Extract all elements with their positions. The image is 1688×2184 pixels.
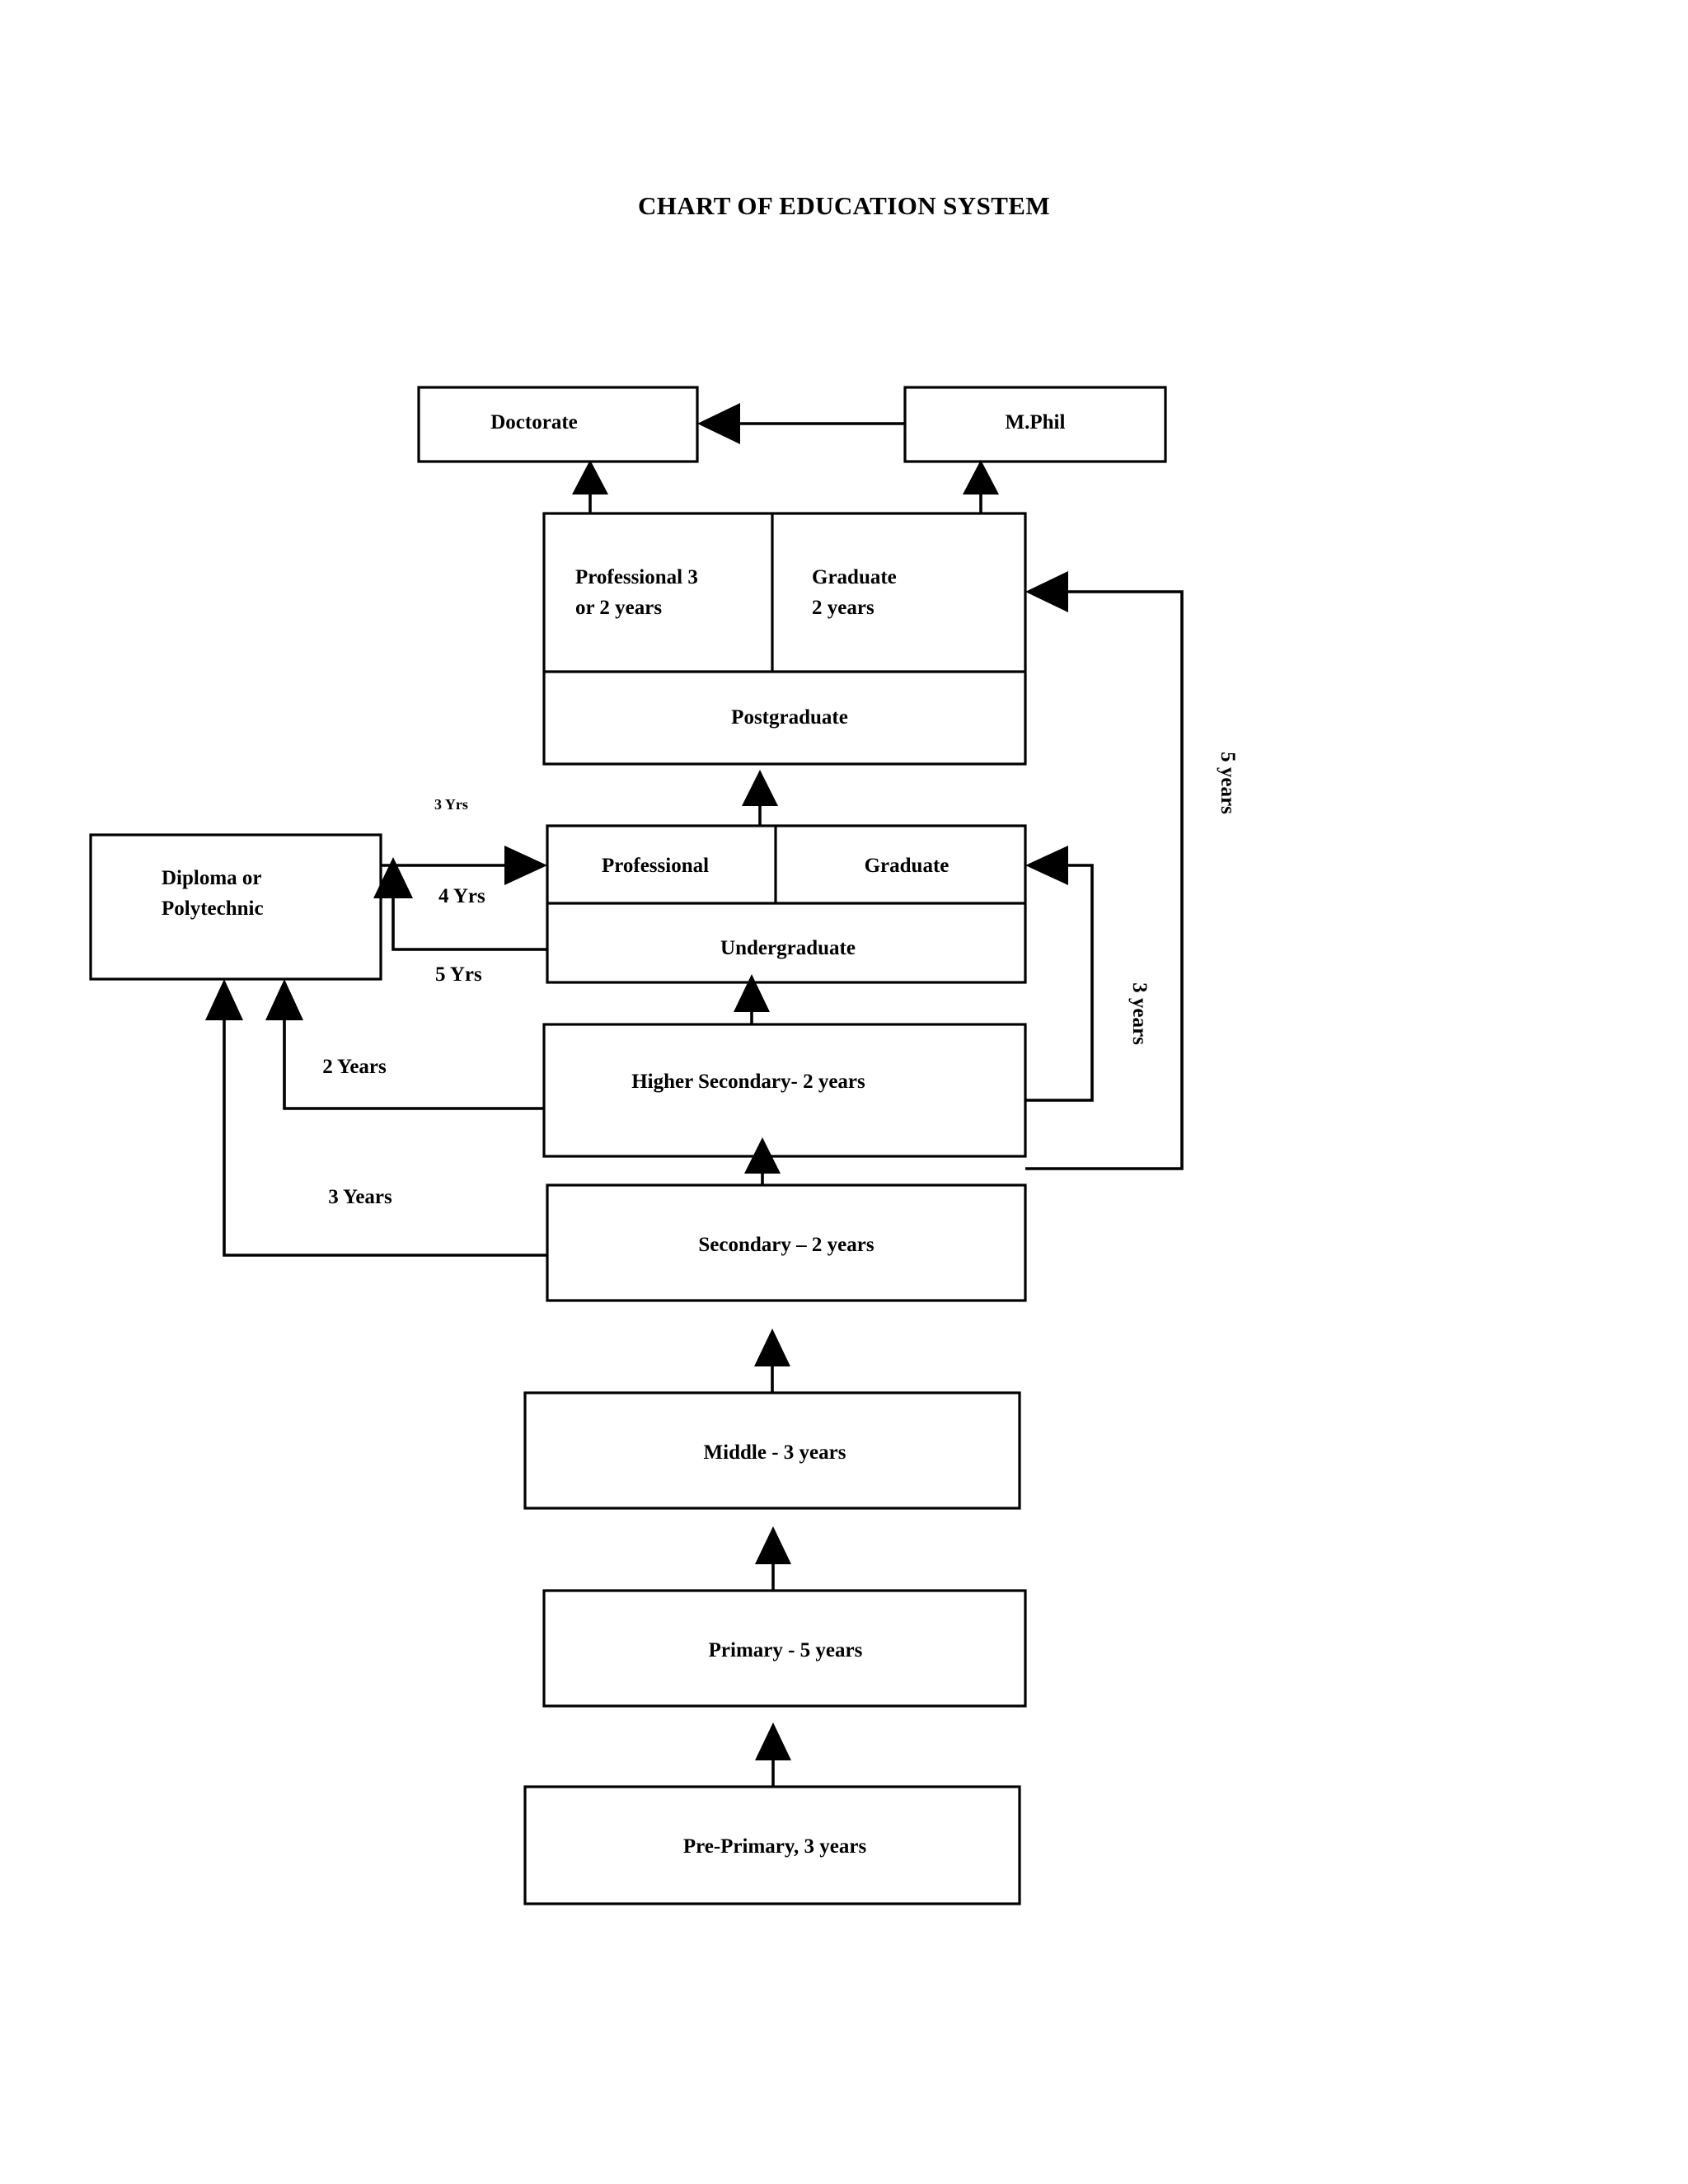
arrowhead-left-icon: [1025, 846, 1068, 885]
postgraduate-label: Postgraduate: [731, 706, 848, 729]
arrowhead-up-icon: [754, 1329, 790, 1366]
doctorate-label: Doctorate: [490, 411, 578, 434]
arrowhead-up-icon: [373, 857, 413, 898]
pre-primary-box[interactable]: [523, 1785, 1021, 1905]
edge-postgraduate-to-mphil: [963, 460, 999, 513]
higher-secondary-label: Higher Secondary- 2 years: [631, 1071, 865, 1093]
doctorate-box[interactable]: [417, 386, 699, 463]
postgraduate-box[interactable]: [542, 512, 1027, 766]
node-undergraduate-block[interactable]: Professional Graduate Undergraduate: [546, 824, 1027, 984]
mphil-box[interactable]: [903, 386, 1167, 463]
arrowhead-up-icon: [742, 770, 778, 806]
edge-higher-secondary-to-ug-graduate: 3 years: [1025, 846, 1151, 1102]
arrowhead-up-icon: [755, 1722, 791, 1760]
edge-secondary-to-higher-secondary: [744, 1137, 781, 1185]
arrowhead-up-icon: [572, 460, 608, 494]
edge-pre-primary-to-primary: [755, 1722, 791, 1787]
edge-undergraduate-to-diploma-4yrs: 4 Yrs: [373, 857, 547, 951]
arrowhead-up-icon: [205, 979, 243, 1020]
node-primary[interactable]: Primary - 5 years: [542, 1589, 1027, 1708]
node-doctorate[interactable]: Doctorate: [417, 386, 699, 463]
arrowhead-up-icon: [734, 974, 770, 1012]
edge-higher-secondary-to-diploma: 2 Years: [265, 979, 544, 1110]
edge-diploma-to-ug-professional: 3 Yrs: [381, 796, 547, 885]
edge-label-3years: 3 Years: [328, 1186, 392, 1208]
mphil-label: M.Phil: [1006, 411, 1066, 434]
diploma-label-line1: Diploma or: [162, 867, 262, 889]
ug-graduate-label: Graduate: [865, 855, 950, 877]
edge-higher-secondary-to-pg-graduate: 5 years: [1025, 571, 1239, 1170]
pg-graduate-label-line1: Graduate: [812, 566, 897, 588]
undergraduate-label: Undergraduate: [720, 937, 856, 959]
edge-secondary-to-diploma: 3 Years: [205, 979, 547, 1257]
edge-label-2years: 2 Years: [322, 1056, 387, 1078]
edge-mphil-to-doctorate: [697, 403, 905, 444]
node-mphil[interactable]: M.Phil: [903, 386, 1167, 463]
arrowhead-left-icon: [697, 403, 740, 444]
edge-undergraduate-to-postgraduate: [742, 770, 778, 826]
arrowhead-up-icon: [744, 1137, 781, 1174]
edge-middle-to-secondary: [754, 1329, 790, 1393]
edge-label-5years-vertical: 5 years: [1217, 752, 1239, 814]
page-title: CHART OF EDUCATION SYSTEM: [637, 191, 1051, 220]
arrowhead-left-icon: [1025, 571, 1068, 612]
pre-primary-label: Pre-Primary, 3 years: [683, 1835, 867, 1858]
pg-professional-label-line2: or 2 years: [575, 597, 662, 619]
higher-secondary-box[interactable]: [542, 1023, 1027, 1158]
arrowhead-up-icon: [963, 460, 999, 494]
ug-professional-label: Professional: [602, 855, 709, 877]
edge-postgraduate-to-doctorate: [572, 460, 608, 513]
node-diploma[interactable]: Diploma or Polytechnic: [89, 833, 382, 981]
arrowhead-right-icon: [504, 846, 547, 885]
pg-graduate-label-line2: 2 years: [812, 597, 874, 619]
middle-box[interactable]: [523, 1391, 1021, 1510]
arrowhead-up-icon: [265, 979, 303, 1020]
diploma-box[interactable]: [89, 833, 382, 981]
secondary-box[interactable]: [546, 1183, 1027, 1302]
middle-label: Middle - 3 years: [704, 1441, 846, 1464]
diploma-label-line2: Polytechnic: [162, 898, 264, 920]
edge-label-3years-vertical: 3 years: [1128, 982, 1151, 1045]
arrowhead-up-icon: [755, 1526, 791, 1564]
pg-professional-label-line1: Professional 3: [575, 566, 698, 588]
node-postgraduate-block[interactable]: Professional 3 or 2 years Graduate 2 yea…: [542, 512, 1027, 766]
node-middle[interactable]: Middle - 3 years: [523, 1391, 1021, 1510]
node-pre-primary[interactable]: Pre-Primary, 3 years: [523, 1785, 1021, 1905]
edge-label-5yrs: 5 Yrs: [435, 963, 482, 986]
edge-higher-secondary-to-undergraduate: [734, 974, 770, 1024]
secondary-label: Secondary – 2 years: [698, 1234, 874, 1256]
node-secondary[interactable]: Secondary – 2 years: [546, 1183, 1027, 1302]
node-higher-secondary[interactable]: Higher Secondary- 2 years: [542, 1023, 1027, 1158]
edge-label-4yrs: 4 Yrs: [438, 885, 485, 907]
primary-label: Primary - 5 years: [709, 1639, 863, 1661]
edge-primary-to-middle: [755, 1526, 791, 1591]
primary-box[interactable]: [542, 1589, 1027, 1708]
edge-label-diploma-to-professional: 3 Yrs: [434, 796, 468, 813]
